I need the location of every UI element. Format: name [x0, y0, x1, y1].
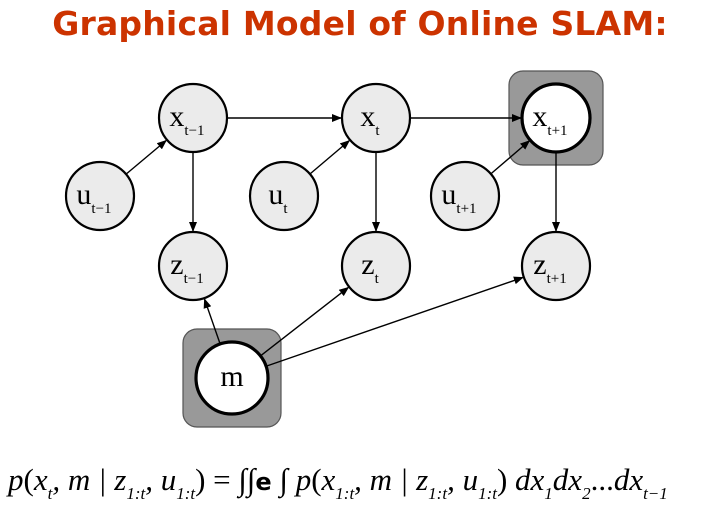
node-label-u_next: ut+1: [441, 178, 476, 217]
node-base-u_prev: u: [76, 178, 91, 211]
node-label-z_next: zt+1: [533, 248, 566, 287]
node-sub-x_prev: t−1: [184, 123, 204, 139]
node-base-z_next: z: [533, 248, 546, 281]
node-z_t: zt: [340, 230, 412, 302]
node-label-z_t: zt: [361, 248, 379, 287]
node-label-x_t: xt: [360, 100, 380, 139]
node-m: m: [194, 340, 270, 416]
node-sub-x_next: t+1: [547, 123, 567, 139]
node-base-u_next: u: [441, 178, 456, 211]
node-u_next: ut+1: [429, 160, 501, 232]
slide-title: Graphical Model of Online SLAM:: [52, 4, 668, 43]
edge-u_next-to-x_next: [490, 140, 531, 175]
node-circle-u_next: [429, 160, 501, 232]
node-circle-x_prev: [157, 82, 229, 154]
node-base-x_t: x: [360, 100, 375, 133]
online-slam-formula: p(xt, m | z1:t, u1:t) = ∫∫e ∫ p(x1:t, m …: [8, 462, 668, 503]
edge-u_t-to-x_t: [309, 139, 351, 175]
node-base-m: m: [220, 360, 243, 393]
node-z_prev: zt−1: [157, 230, 229, 302]
node-z_next: zt+1: [520, 230, 592, 302]
node-x_t: xt: [340, 82, 412, 154]
node-circle-x_next: [520, 82, 592, 154]
edge-m-to-z_prev: [203, 298, 221, 345]
node-sub-z_prev: t−1: [184, 271, 204, 287]
node-label-x_prev: xt−1: [169, 100, 204, 139]
node-circle-u_t: [248, 160, 320, 232]
double-integral: ∫∫: [238, 462, 256, 497]
node-circle-z_t: [340, 230, 412, 302]
node-circle-z_next: [520, 230, 592, 302]
ellipsis-glyph: e: [255, 468, 272, 496]
node-sub-x_t: t: [375, 123, 380, 139]
node-label-u_prev: ut−1: [76, 178, 111, 217]
node-base-z_prev: z: [170, 248, 183, 281]
node-base-z_t: z: [361, 248, 374, 281]
node-x_next: xt+1: [520, 82, 592, 154]
node-label-m: m: [220, 360, 243, 393]
formula-rhs-p: p: [295, 462, 312, 497]
edge-m-to-z_next: [265, 276, 524, 367]
node-u_t: ut: [248, 160, 320, 232]
node-u_prev: ut−1: [64, 160, 136, 232]
node-base-u_t: u: [268, 178, 283, 211]
node-circle-m: [194, 340, 270, 416]
node-label-x_next: xt+1: [532, 100, 567, 139]
formula-lhs-p: p: [8, 462, 24, 497]
edge-u_prev-to-x_prev: [125, 139, 167, 175]
node-label-u_t: ut: [268, 178, 288, 217]
node-circle-x_t: [340, 82, 412, 154]
node-base-x_next: x: [532, 100, 547, 133]
node-sub-u_t: t: [283, 201, 288, 217]
node-circle-u_prev: [64, 160, 136, 232]
node-label-z_prev: zt−1: [170, 248, 203, 287]
node-sub-z_next: t+1: [547, 271, 567, 287]
node-sub-z_t: t: [375, 271, 380, 287]
node-base-x_prev: x: [169, 100, 184, 133]
node-sub-u_next: t+1: [456, 201, 476, 217]
single-integral: ∫: [279, 462, 288, 497]
edge-m-to-z_t: [259, 286, 350, 357]
node-circle-z_prev: [157, 230, 229, 302]
node-sub-u_prev: t−1: [91, 201, 111, 217]
node-x_prev: xt−1: [157, 82, 229, 154]
